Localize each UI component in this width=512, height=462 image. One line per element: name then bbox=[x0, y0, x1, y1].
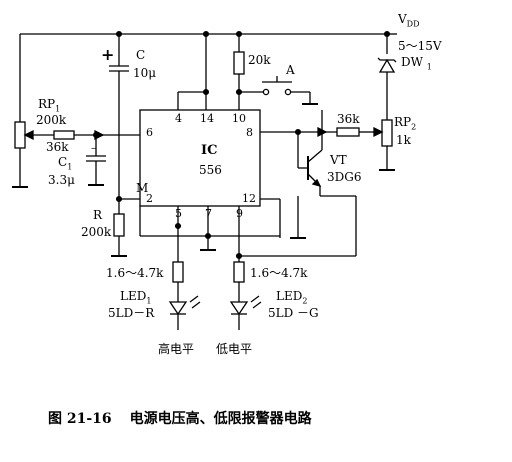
res-led1-label: 1.6～4.7k bbox=[106, 266, 164, 280]
figure-title: 电源电压高、低限报警器电路 bbox=[129, 411, 312, 427]
led2-ray-a bbox=[250, 295, 260, 303]
rp2-body bbox=[381, 119, 393, 147]
junction-pin5 bbox=[174, 222, 182, 230]
vdd-label: VDD bbox=[398, 12, 420, 29]
ic-pin-14: 14 bbox=[200, 112, 214, 125]
rp2-value-label: 1k bbox=[396, 133, 411, 147]
rp1-wiper-arrow bbox=[23, 129, 34, 141]
res-36k-left-body bbox=[53, 130, 75, 140]
ic-pin-2: 2 bbox=[146, 192, 153, 205]
node-m-label: M bbox=[136, 181, 149, 195]
junction-vdd-right bbox=[383, 30, 391, 38]
figure-number: 图 21-16 bbox=[48, 411, 112, 427]
res-36k-right-label: 36k bbox=[337, 112, 360, 126]
zener-name-label: DW 1 bbox=[401, 55, 432, 72]
c-value-label: 10μ bbox=[133, 66, 157, 80]
led2-meaning-label: 低电平 bbox=[216, 342, 253, 356]
rp2-wiper-arrow bbox=[373, 126, 384, 138]
transistor-emitter-arrow bbox=[311, 178, 322, 188]
ic-name-label: IC bbox=[201, 143, 218, 158]
switch-a-contact-left bbox=[262, 88, 270, 96]
ic-pin-5: 5 bbox=[175, 207, 182, 220]
rp1-name-label: RP1 bbox=[38, 97, 61, 114]
ic-part-label: 556 bbox=[199, 163, 222, 177]
res-36k-right-body bbox=[336, 127, 360, 137]
ic-pin-7: 7 bbox=[205, 207, 212, 220]
led1-part-label: 5LD－R bbox=[108, 306, 155, 320]
c-name-label: C bbox=[136, 48, 146, 62]
led2-name-label: LED2 bbox=[276, 289, 308, 306]
res-r-value-label: 200k bbox=[81, 225, 112, 239]
rp1-value-label: 200k bbox=[36, 113, 67, 127]
res-20k-body bbox=[233, 51, 245, 75]
led1-triangle bbox=[168, 301, 188, 316]
transistor-collector bbox=[307, 149, 323, 163]
led1-meaning-label: 高电平 bbox=[158, 342, 195, 356]
zener-bar bbox=[377, 57, 397, 63]
ic-body bbox=[139, 109, 261, 207]
switch-a-contact-right bbox=[284, 88, 292, 96]
res-led2-label: 1.6～4.7k bbox=[250, 266, 308, 280]
c-polarity-mark: + bbox=[101, 45, 115, 64]
rp1-body bbox=[14, 121, 26, 149]
ic-pin-10: 10 bbox=[232, 112, 246, 125]
c1-name-label: C1 bbox=[58, 155, 73, 172]
res-led1-body bbox=[172, 261, 184, 283]
transistor-part-label: 3DG6 bbox=[327, 170, 362, 184]
led2-triangle bbox=[229, 301, 249, 316]
res-led2-body bbox=[233, 261, 245, 283]
junction-pin4 bbox=[202, 88, 210, 96]
led1-ray-a bbox=[189, 295, 199, 303]
switch-a-label: A bbox=[286, 63, 295, 77]
led2-part-label: 5LD －G bbox=[268, 306, 319, 320]
rp2-name-label: RP2 bbox=[394, 115, 417, 132]
res-20k-label: 20k bbox=[248, 53, 271, 67]
zener-triangle bbox=[378, 58, 396, 73]
figure-caption: 图 21-16 电源电压高、低限报警器电路 bbox=[48, 408, 330, 428]
led1-name-label: LED1 bbox=[120, 289, 152, 306]
ic-pin-12: 12 bbox=[242, 192, 256, 205]
c1-value-label: 3.3μ bbox=[48, 173, 75, 187]
ic-pin-6: 6 bbox=[146, 126, 153, 139]
junction-pin14 bbox=[202, 30, 210, 38]
ic-pin-8: 8 bbox=[246, 126, 253, 139]
led2-ray-b bbox=[252, 301, 262, 309]
ic-pin-9: 9 bbox=[236, 207, 243, 220]
ic-pin-4: 4 bbox=[175, 112, 182, 125]
res-r-body bbox=[113, 213, 125, 237]
c1-polarity-mark: – bbox=[91, 143, 96, 154]
res-r-name-label: R bbox=[93, 208, 103, 222]
led1-ray-b bbox=[191, 301, 201, 309]
zener-voltage-label: 5～15V bbox=[398, 39, 442, 53]
res-36k-left-label: 36k bbox=[46, 140, 69, 154]
transistor-name-label: VT bbox=[330, 153, 347, 167]
